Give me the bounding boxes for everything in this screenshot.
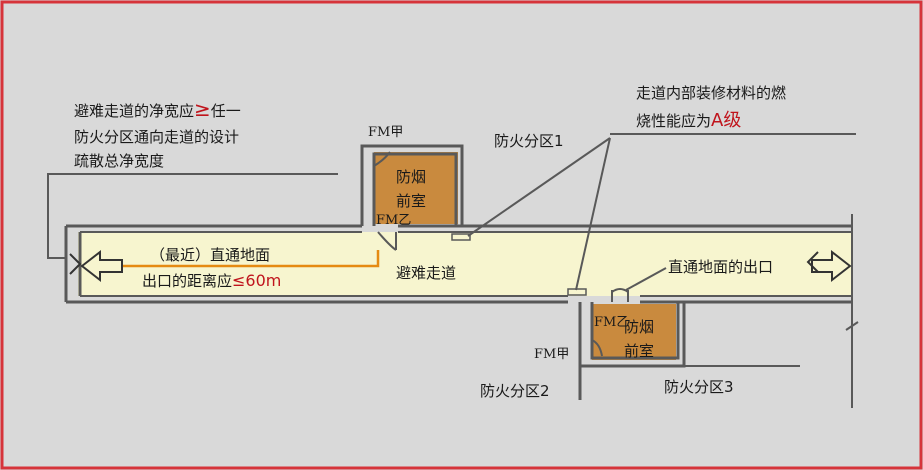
distance-note-line1: （最近）直通地面 (150, 246, 270, 264)
top-lobby-walls (360, 144, 464, 226)
bottom-fm-b-label: FM乙 (594, 315, 629, 330)
top-lobby-label-line2: 前室 (396, 192, 426, 210)
exit-label: 直通地面的出口 (668, 258, 773, 276)
width-note-line1: 避难走道的净宽应≥任一 (74, 97, 241, 121)
corridor-left-wall (64, 226, 82, 302)
bottom-lobby-label-line2: 前室 (624, 342, 654, 360)
bottom-lobby-label-line1: 防烟 (624, 318, 654, 336)
bottom-fm-a-label: FM甲 (534, 347, 569, 362)
zone1-leader-a (467, 137, 611, 237)
top-fm-a-label: FM甲 (368, 125, 403, 140)
bottom-lobby-door-a (591, 339, 603, 357)
top-lobby-door-b (377, 231, 397, 251)
bottom-lobby-walls (578, 302, 686, 368)
evacuation-route-line (120, 250, 380, 268)
top-vent (451, 233, 471, 241)
zone3-label: 防火分区3 (664, 378, 734, 396)
corridor-area (78, 232, 852, 296)
width-note-line3: 疏散总净宽度 (74, 152, 164, 170)
width-note-leader (47, 173, 338, 259)
top-fm-b-label: FM乙 (376, 213, 411, 228)
bottom-lobby-fill (592, 304, 676, 360)
distance-note-line2: 出口的距离应≤60m (142, 271, 281, 290)
zone1-label: 防火分区1 (494, 132, 564, 150)
zone3-wall (684, 330, 853, 408)
zone2-label: 防火分区2 (480, 382, 550, 400)
width-note-line2: 防火分区通向走道的设计 (74, 128, 239, 146)
exit-leader (625, 267, 667, 291)
double-arrow-left-icon (69, 249, 123, 283)
corridor-label: 避难走道 (396, 264, 456, 282)
material-note-line2: 烧性能应为A级 (636, 110, 741, 131)
top-lobby-door-a (373, 151, 391, 167)
bottom-lobby-door-b (611, 288, 629, 302)
corridor-right-end (845, 214, 859, 331)
double-arrow-right-icon (806, 249, 852, 283)
material-note-line1: 走道内部装修材料的燃 (636, 84, 786, 102)
top-lobby-fill (374, 152, 458, 224)
zone1-leader-b (575, 137, 611, 291)
top-lobby-label-line1: 防烟 (396, 168, 426, 186)
